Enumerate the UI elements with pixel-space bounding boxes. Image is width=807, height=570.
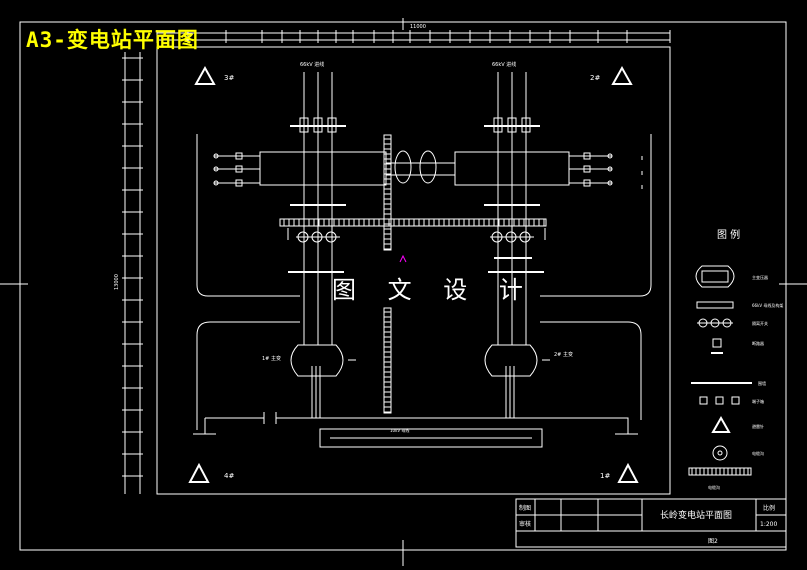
checked-by-label: 审核 <box>519 520 531 528</box>
corner-marker-bottom-left: 4# <box>188 462 234 483</box>
right-main-transformer: 2# 主变 <box>484 344 573 418</box>
top-dimension-chain: 11000 <box>156 24 671 43</box>
switchgear-building: 10kV 母线 <box>193 412 638 448</box>
corner-label-3: 3# <box>224 74 234 82</box>
bay-side-tags <box>287 156 643 240</box>
scale-label: 比例 <box>763 504 775 512</box>
corner-label-4: 4# <box>224 472 234 480</box>
legend-item-cable-trench-b: 电缆沟 <box>708 484 720 490</box>
corner-marker-top-left: 3# <box>194 65 234 85</box>
corner-marker-bottom-right: 1# <box>600 462 639 483</box>
legend-item-breaker: 断路器 <box>752 340 764 346</box>
vertical-cable-trench <box>383 134 392 414</box>
sheet-title: A3-变电站平面图 <box>26 28 199 52</box>
left-incoming-line-label: 66kV 进线 <box>300 61 324 68</box>
scale-value: 1:200 <box>760 521 777 528</box>
legend-item-wall: 围墙 <box>758 380 766 386</box>
corner-label-2: 2# <box>590 74 600 82</box>
left-feeder-bay <box>288 72 346 345</box>
busbar-label: 10kV 母线 <box>390 427 409 433</box>
right-feeder-bay <box>484 72 544 345</box>
lower-yard-boundary <box>196 321 642 430</box>
left-main-transformer: 1# 主变 <box>262 344 356 418</box>
corner-label-1: 1# <box>600 472 610 480</box>
upper-cable-trench <box>279 218 547 227</box>
right-incoming-line-label: 66kV 进线 <box>492 61 516 68</box>
drawn-by-label: 制图 <box>519 504 531 512</box>
drawing-title: 长岭变电站平面图 <box>660 509 732 521</box>
left-transformer-label: 1# 主变 <box>262 355 281 362</box>
main-busbar <box>213 150 613 187</box>
legend-title: 图 例 <box>717 228 740 241</box>
watermark-text: 图 文 设 计 <box>332 276 535 304</box>
title-block: 制图 审核 长岭变电站平面图 比例 1:200 图2 <box>515 498 787 548</box>
legend-item-cable-trench-a: 电缆沟 <box>752 450 764 456</box>
plan-frame <box>156 46 671 495</box>
sheet-number: 图2 <box>708 538 718 545</box>
corner-marker-top-right: 2# <box>590 65 633 85</box>
legend-item-lightning-rod: 避雷针 <box>752 423 764 429</box>
right-transformer-label: 2# 主变 <box>554 351 573 358</box>
left-dimension-chain: 13000 <box>114 52 143 494</box>
legend-item-bus: 66kV 母线及构架 <box>752 302 783 308</box>
legend-item-transformer: 主变压器 <box>752 274 768 280</box>
origin-marker <box>399 254 407 263</box>
legend-item-terminal-box: 端子箱 <box>752 398 764 404</box>
dim-top-total: 11000 <box>410 24 426 30</box>
dim-left-total: 13000 <box>114 274 120 290</box>
legend: 图 例 主变压器 66kV 母线及构架 隔离开关 断路器 围墙 端子箱 避雷针 … <box>688 228 783 490</box>
legend-item-disconnector: 隔离开关 <box>752 320 768 326</box>
upper-yard-boundary <box>196 134 652 297</box>
